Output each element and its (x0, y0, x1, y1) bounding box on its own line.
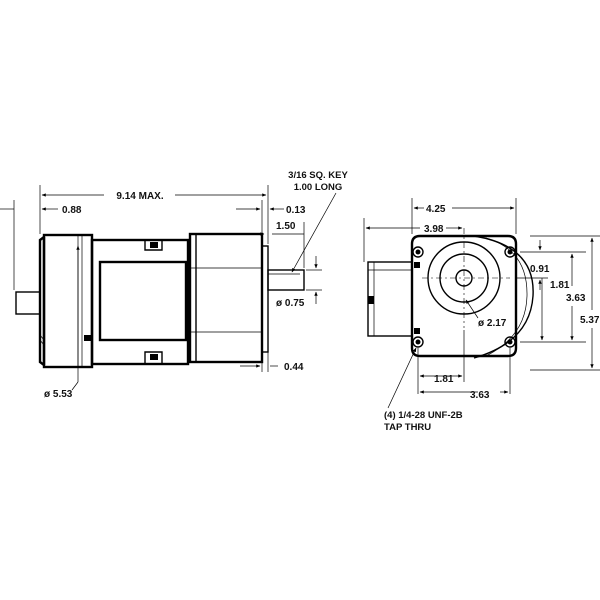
h-half-label: 1.81 (434, 374, 454, 385)
key-note-line2: 1.00 LONG (294, 182, 343, 193)
offset-label: 3.98 (424, 224, 444, 235)
gear-head (188, 232, 264, 364)
bottom-lug (144, 351, 163, 364)
width-label: 4.25 (426, 204, 446, 215)
tap-note-leader (387, 347, 417, 409)
v-bolt-label: 3.63 (566, 293, 586, 304)
side-view: 9.14 MAX. 0.88 0.13 1.50 3/16 SQ. KEY 1.… (0, 170, 348, 400)
end-cap-length-label: 0.88 (62, 205, 82, 216)
output-shaft (267, 269, 305, 291)
flange-thickness-label: 0.44 (284, 362, 304, 373)
key-leader (291, 192, 337, 273)
v-half-label: 1.81 (550, 280, 570, 291)
height-label: 5.37 (580, 315, 600, 326)
end-view: 4.25 3.98 0.91 1.81 3.63 5.37 ø 2.17 (363, 198, 600, 433)
motor-housing-outline (473, 235, 534, 359)
adapter-housing (90, 238, 190, 366)
motor-diameter-label: ø 5.53 (44, 389, 73, 400)
shaft-diameter-label: ø 0.75 (276, 298, 305, 309)
pilot-diameter-label: ø 2.17 (478, 318, 507, 329)
output-flange (261, 245, 269, 353)
h-bolt-label: 3.63 (470, 390, 490, 401)
shaft-to-face-label: 0.13 (286, 205, 306, 216)
v-small-label: 0.91 (530, 264, 550, 275)
motor-body (42, 233, 94, 369)
top-lug (144, 240, 163, 251)
gearbox-face (410, 234, 518, 358)
conduit-box-end (367, 261, 413, 337)
conduit-box (98, 260, 188, 342)
tap-note-line1: (4) 1/4-28 UNF-2B (384, 410, 463, 421)
key-note-line1: 3/16 SQ. KEY (288, 170, 348, 181)
tap-note-line2: TAP THRU (384, 422, 431, 433)
overall-length-label: 9.14 MAX. (116, 191, 163, 202)
bolt-holes (412, 246, 516, 348)
rear-shaft (15, 291, 41, 315)
shaft-length-label: 1.50 (276, 221, 296, 232)
